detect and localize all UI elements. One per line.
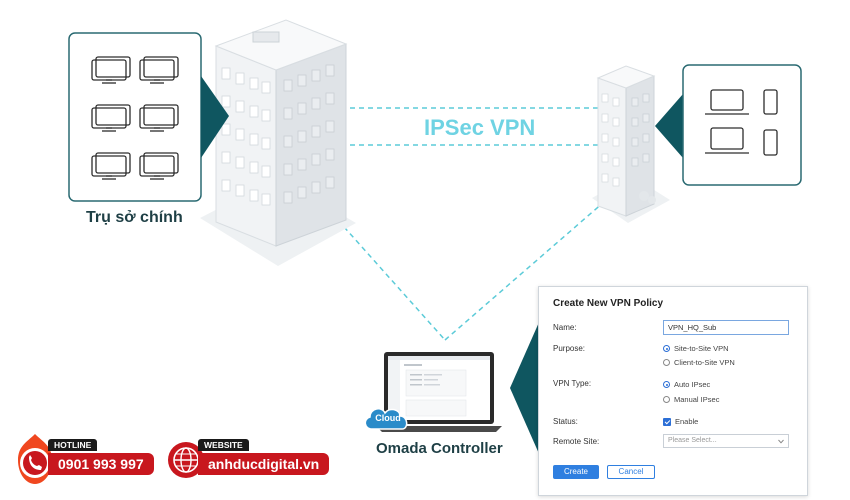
headquarters-building-icon [200,19,356,266]
radio-icon [663,359,670,366]
name-label: Name: [553,323,577,332]
purpose-label: Purpose: [553,344,586,353]
purpose-option-site-to-site[interactable]: Site-to-Site VPN [663,344,729,353]
hq-device-group [68,32,229,202]
radio-selected-icon [663,345,670,352]
status-enable-checkbox[interactable]: Enable [663,417,698,426]
desktop-monitor-icon [91,104,131,132]
vpn-label: IPSec VPN [424,115,536,140]
hotline-label: HOTLINE [48,439,98,451]
hotline-value[interactable]: 0901 993 997 [48,453,154,475]
cancel-button[interactable]: Cancel [607,465,655,479]
chevron-down-icon [778,439,784,444]
cloud-label: Cloud [375,413,401,423]
vpn-type-label: VPN Type: [553,379,592,388]
controller-label: Omada Controller [376,440,503,457]
radio-selected-icon [663,381,670,388]
vpn-type-option-manual[interactable]: Manual IPsec [663,395,719,404]
desktop-monitor-icon [139,104,179,132]
smartphone-icon [763,89,778,115]
website-label: WEBSITE [198,439,249,451]
remote-site-select[interactable]: Please Select... [663,434,789,448]
desktop-monitor-icon [91,152,131,180]
website-value[interactable]: anhducdigital.vn [198,453,330,475]
status-label: Status: [553,417,578,426]
vpn-policy-form: Create New VPN Policy Name: Purpose: Sit… [538,286,808,496]
desktop-monitor-icon [91,56,131,84]
purpose-option-client-to-site[interactable]: Client-to-Site VPN [663,358,735,367]
desktop-monitor-icon [139,56,179,84]
checkbox-checked-icon [663,417,671,426]
smartphone-icon [763,129,778,156]
name-input[interactable] [663,320,789,335]
create-button[interactable]: Create [553,465,599,479]
branch-building-icon [592,65,670,223]
laptop-icon [705,89,749,115]
laptop-icon [705,127,749,154]
cloud-icon [364,408,408,430]
omada-laptop-icon [376,352,502,432]
headquarters-label: Trụ sở chính [86,209,183,226]
branch-device-group [655,64,802,186]
form-pointer-arrow [510,320,540,456]
desktop-monitor-icon [139,152,179,180]
vpn-type-option-auto[interactable]: Auto IPsec [663,380,710,389]
controller-line-branch [444,194,613,341]
phone-icon [18,434,52,484]
remote-site-label: Remote Site: [553,437,600,446]
radio-icon [663,396,670,403]
form-title: Create New VPN Policy [553,298,664,309]
